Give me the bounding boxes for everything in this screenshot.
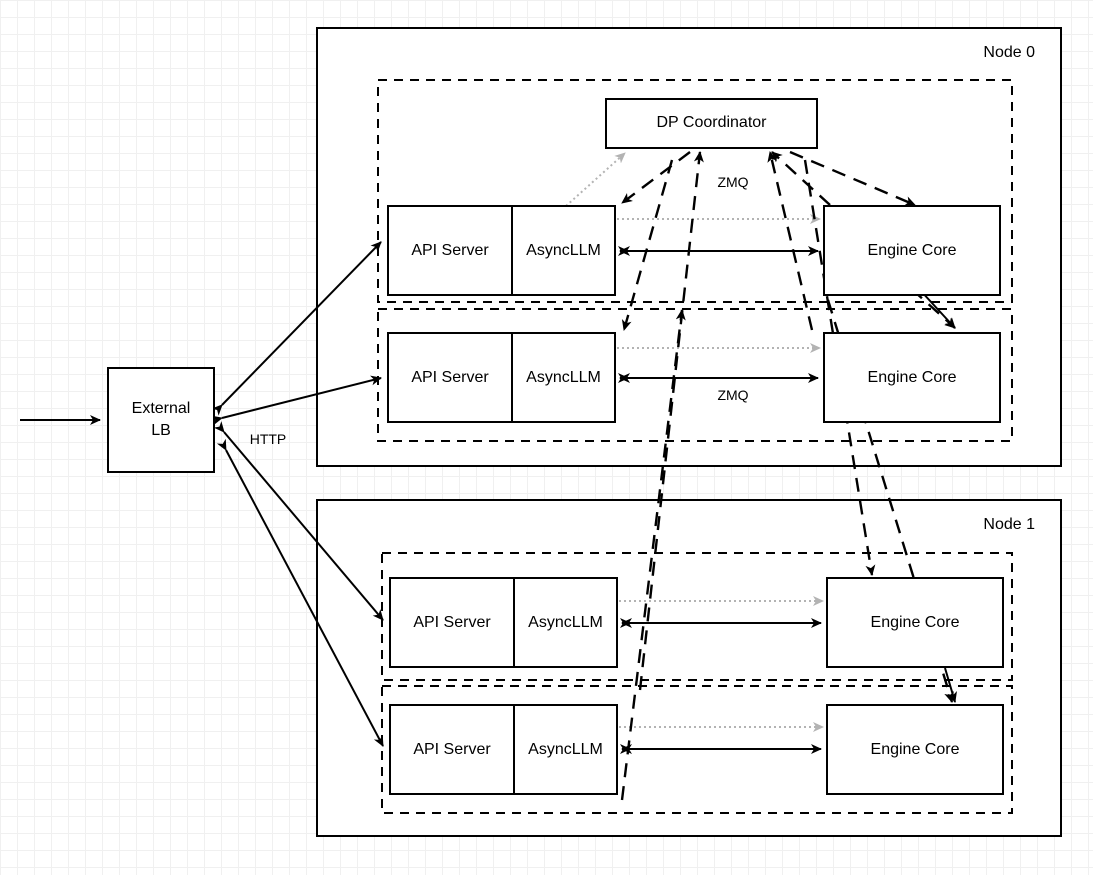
node-0-title: Node 0 [983,44,1035,61]
node1-row0-asyncllm-box[interactable] [513,577,618,668]
coordinator-from-node0-row1-core [767,151,814,331]
node0-core-chain-arrow [919,289,956,329]
node-1-title: Node 1 [983,516,1035,533]
node0-row1-zmq-label: ZMQ [717,387,749,403]
dp-coordinator-label: DP Coordinator [656,114,767,131]
node1-row0-engine-core-label: Engine Core [870,614,960,631]
node1-row1-asyncllm-label: AsyncLLM [528,741,603,758]
node0-row1-engine-core-label: Engine Core [867,369,957,386]
node0-row1-asyncllm-label: AsyncLLM [526,369,601,386]
node1-row1-engine-core-label: Engine Core [870,741,960,758]
node0-row0-api-server-box[interactable] [387,205,513,296]
lb-to-node0-row1 [211,375,382,426]
node0-row0-zmq-label: ZMQ [717,174,749,190]
lb-to-node1-row1 [216,438,384,747]
node1-row1-asyncllm-box[interactable] [513,704,618,795]
node1-row1-engine-core-box[interactable] [826,704,1004,795]
node-1-row-1-group [381,685,1013,814]
node0-row1-api-server-label: API Server [411,369,489,386]
node1-row0-api-server-box[interactable] [389,577,515,668]
external-lb-label-line2: LB [151,421,171,439]
node0-row0-engine-core-label: Engine Core [867,242,957,259]
node1-row0-api-server-label: API Server [413,614,491,631]
node0-row0-engine-core-box[interactable] [823,205,1001,296]
coordinator-from-node0-row0-core [771,151,831,206]
node1-row1-api-server-label: API Server [413,741,491,758]
node0-row0-api-server-label: API Server [411,242,489,259]
coordinator-from-node1-row1-async [620,309,686,801]
node0-row0-asyncllm-box[interactable] [511,205,616,296]
http-edge-label: HTTP [249,431,287,447]
node-1-row-0-group [381,552,1013,681]
node0-row1-engine-core-box[interactable] [823,332,1001,423]
node1-row0-asyncllm-label: AsyncLLM [528,614,603,631]
external-lb-label: External LB [108,398,214,441]
node1-core-chain-arrow [944,667,957,703]
node0-row0-asyncllm-label: AsyncLLM [526,242,601,259]
external-lb-box[interactable] [107,367,215,473]
node0-row1-api-server-box[interactable] [387,332,513,423]
coordinator-to-node0-row1-async [621,159,674,331]
node1-row0-engine-core-box[interactable] [826,577,1004,668]
dp-coordinator-box[interactable] [605,98,818,149]
coordinator-to-node0-row0-async [621,151,691,204]
node1-row1-api-server-box[interactable] [389,704,515,795]
asyncllm-to-coordinator-dotted [565,152,626,207]
node-0-row-0-group [377,79,1013,303]
node0-row1-asyncllm-box[interactable] [511,332,616,423]
external-lb-label-line1: External [131,400,191,417]
